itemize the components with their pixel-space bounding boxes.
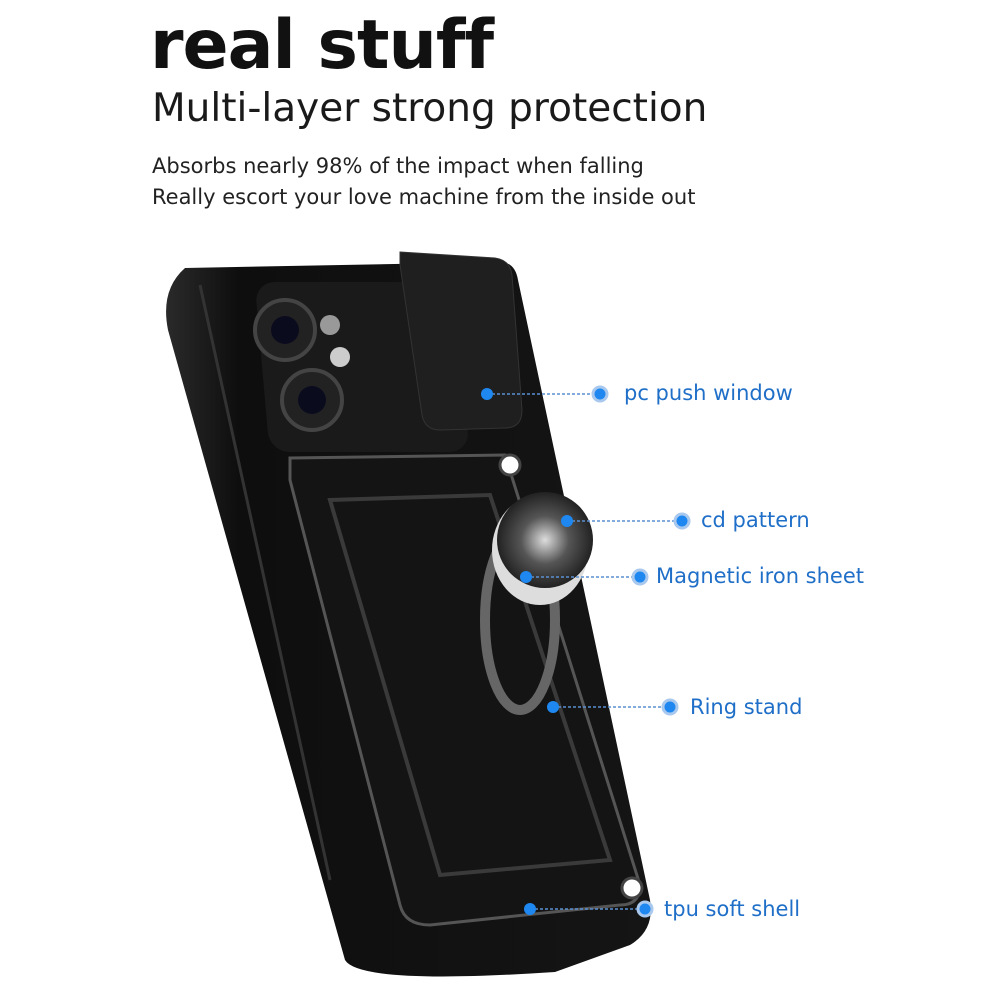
camera-lens-icon	[253, 298, 350, 432]
description-line-1: Absorbs nearly 98% of the impact when fa…	[152, 154, 644, 178]
callout-tpu-soft-shell: tpu soft shell	[664, 897, 801, 921]
callout-magnetic-iron-sheet: Magnetic iron sheet	[656, 564, 865, 588]
callout-cd-pattern: cd pattern	[701, 508, 810, 532]
subheading: Multi-layer strong protection	[152, 86, 708, 131]
heading: real stuff	[150, 6, 494, 85]
callout-pc-push-window: pc push window	[624, 381, 793, 405]
description-line-2: Really escort your love machine from the…	[152, 185, 696, 209]
pc-push-window	[399, 251, 523, 431]
callout-ring-stand: Ring stand	[690, 695, 803, 719]
